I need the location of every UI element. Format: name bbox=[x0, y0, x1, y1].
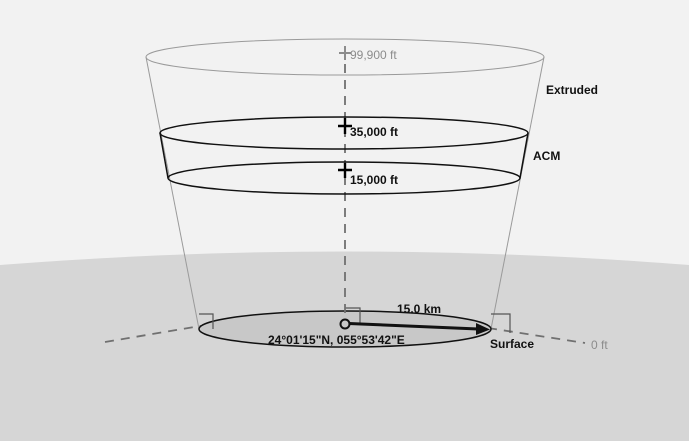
extruded-right-edge bbox=[490, 56, 545, 330]
ground-altitude-label: 0 ft bbox=[591, 338, 608, 352]
upper-altitude-marker-icon bbox=[338, 118, 352, 134]
top-altitude-marker-icon bbox=[339, 46, 351, 60]
upper-altitude-label: 35,000 ft bbox=[350, 125, 398, 139]
radius-arrowhead bbox=[476, 323, 490, 335]
acm-right-edge bbox=[519, 132, 529, 179]
surface-label: Surface bbox=[490, 337, 534, 351]
extruded-label: Extruded bbox=[546, 83, 598, 97]
ground-axis-right bbox=[487, 327, 586, 344]
lower-altitude-marker-icon bbox=[338, 163, 352, 178]
right-angle-marker-right bbox=[491, 313, 511, 333]
extruded-left-edge bbox=[145, 56, 200, 330]
radius-label: 15.0 km bbox=[397, 302, 441, 316]
coordinates-label: 24°01'15"N, 055°53'42"E bbox=[268, 333, 405, 347]
top-altitude-label: 99,900 ft bbox=[350, 48, 397, 62]
right-angle-marker-left bbox=[199, 313, 214, 329]
acm-left-edge bbox=[159, 132, 169, 179]
acm-upper-ellipse bbox=[159, 116, 529, 150]
lower-altitude-label: 15,000 ft bbox=[350, 173, 398, 187]
acm-lower-ellipse bbox=[167, 161, 521, 195]
right-angle-marker-center bbox=[345, 307, 361, 324]
center-point-icon bbox=[339, 318, 351, 330]
acm-label: ACM bbox=[533, 149, 560, 163]
radius-arrow bbox=[348, 322, 479, 331]
